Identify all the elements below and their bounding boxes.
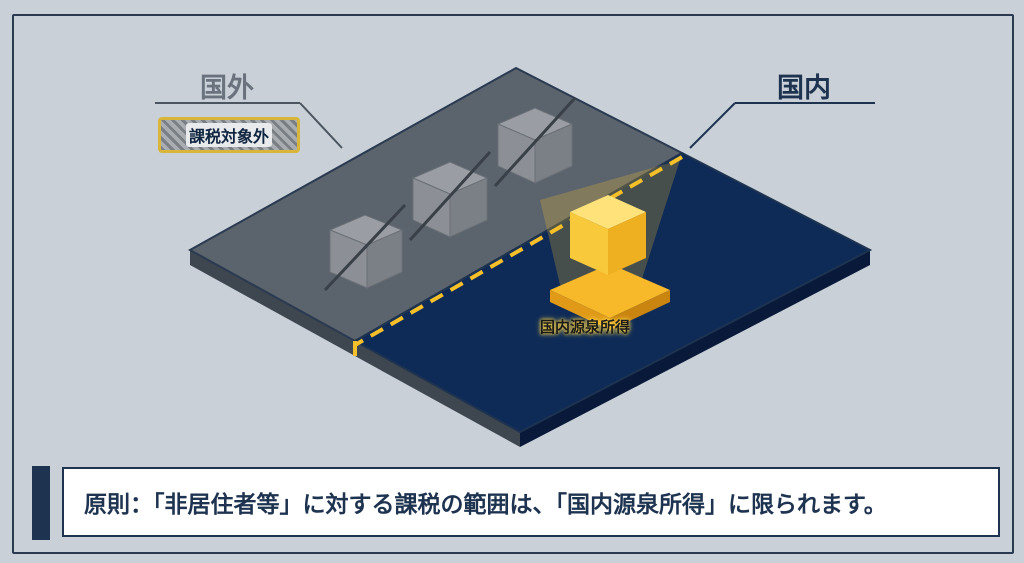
border-frame	[12, 14, 1014, 554]
foreign-label: 国外	[200, 73, 254, 104]
not-taxed-text: 課税対象外	[185, 123, 272, 147]
caption-text: 原則：「非居住者等」に対する課税の範囲は、「国内源泉所得」に限られます。	[84, 492, 887, 518]
caption-accent-bar	[32, 466, 50, 540]
cube-icon	[408, 150, 492, 242]
platform-edge-right	[520, 250, 870, 447]
domestic-cube	[550, 195, 670, 330]
caption-box: 原則：「非居住者等」に対する課税の範囲は、「国内源泉所得」に限られます。	[62, 467, 1000, 537]
gold-base-plate	[550, 264, 670, 318]
not-taxed-badge: 課税対象外	[158, 117, 300, 153]
cube-icon	[493, 96, 577, 188]
foreign-cubes	[323, 96, 577, 292]
cube-icon	[570, 195, 646, 275]
cube-icon	[323, 203, 407, 292]
domestic-label: 国内	[777, 73, 831, 104]
domestic-source-income-label: 国内源泉所得	[540, 318, 631, 336]
border-dashed-line	[354, 155, 683, 347]
